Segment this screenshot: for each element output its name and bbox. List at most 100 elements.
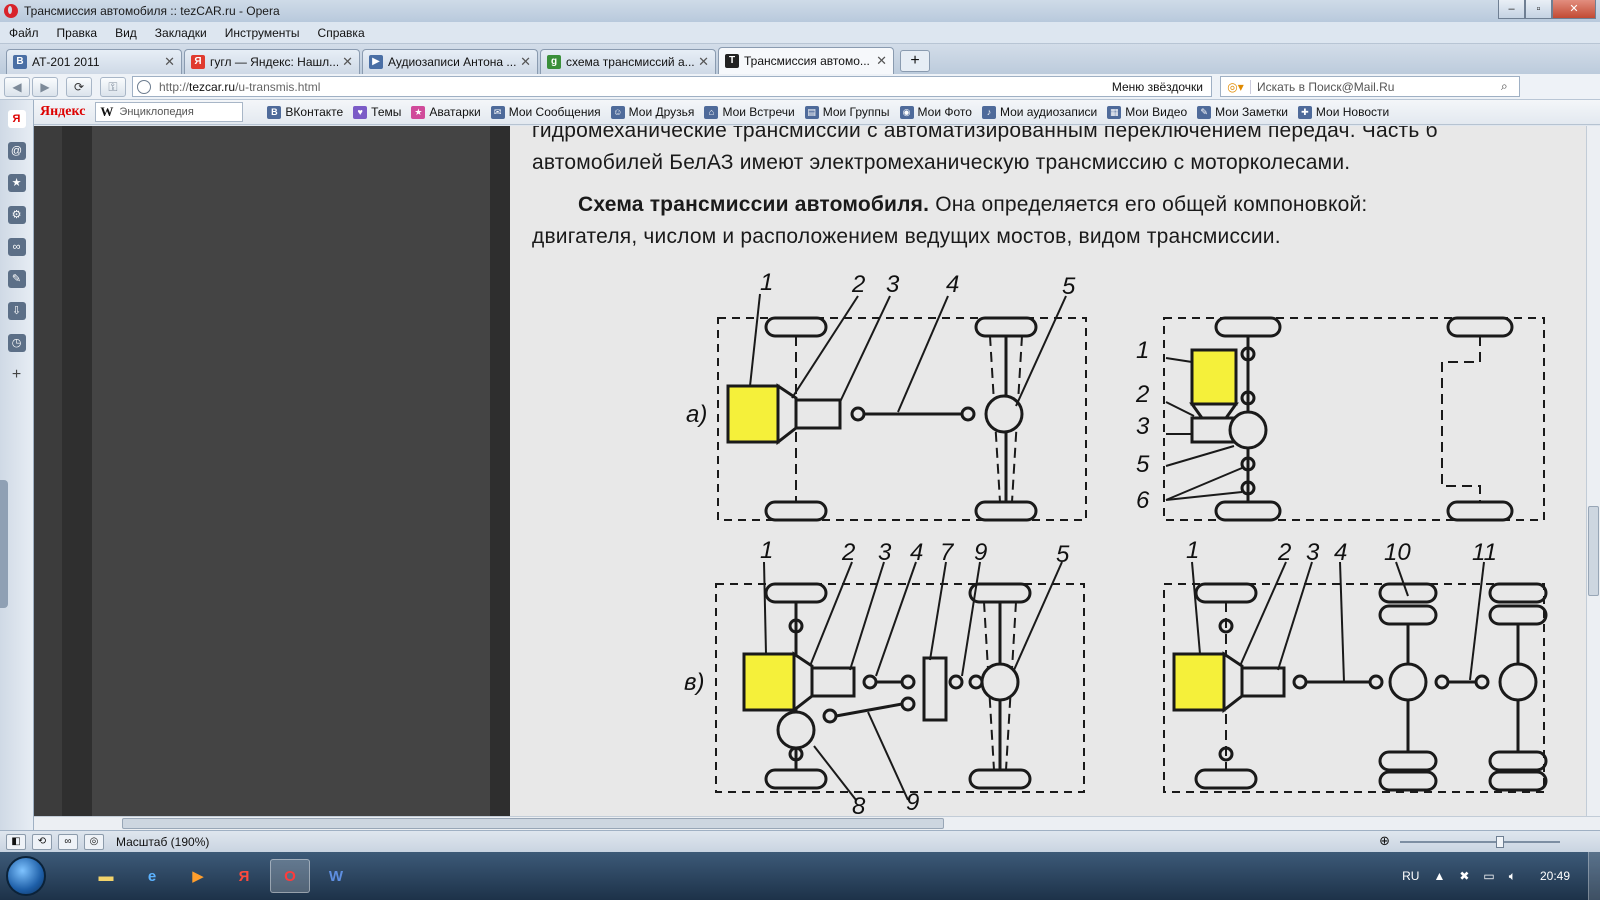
menu-tools[interactable]: Инструменты <box>224 25 300 40</box>
vertical-scroll-thumb[interactable] <box>1588 506 1599 596</box>
clock[interactable]: 20:49 <box>1539 869 1570 883</box>
tab-yandex[interactable]: Я гугл — Яндекс: Нашл... ✕ <box>184 49 360 74</box>
yandex-logo[interactable]: Яндекс <box>40 104 86 119</box>
display-icon[interactable]: ▭ <box>1483 869 1495 883</box>
bookmark-audio[interactable]: ♪Мои аудиозаписи <box>981 105 1097 119</box>
network-icon[interactable]: ✖ <box>1459 869 1470 883</box>
bookmark-video[interactable]: ▦Мои Видео <box>1107 105 1187 119</box>
tab-close-icon[interactable]: ✕ <box>876 53 887 68</box>
svg-text:2: 2 <box>1277 539 1291 566</box>
bookmark-meetings[interactable]: ⌂Мои Встречи <box>704 105 795 119</box>
explorer-icon[interactable]: ▬ <box>98 867 114 885</box>
tab-vk[interactable]: В АТ-201 2011 ✕ <box>6 49 182 74</box>
film-icon: ▦ <box>1107 105 1122 119</box>
tab-audio[interactable]: ▶ Аудиозаписи Антона ... ✕ <box>362 49 538 74</box>
tab-tezcar[interactable]: T Трансмиссия автомо... ✕ <box>718 47 894 74</box>
volume-icon[interactable]: 🔈︎ <box>1508 868 1516 883</box>
opera-logo-icon <box>4 4 18 18</box>
tab-close-icon[interactable]: ✕ <box>520 54 531 69</box>
mail-panel-icon[interactable]: @ <box>7 142 26 160</box>
settings-panel-icon[interactable]: ⚙ <box>7 206 26 224</box>
tab-label: АТ-201 2011 <box>32 55 100 69</box>
svg-text:11: 11 <box>1472 539 1497 566</box>
language-indicator[interactable]: RU <box>1402 869 1420 883</box>
search-engine-icon[interactable]: ◎▾ <box>1221 79 1251 94</box>
bookmark-avatars[interactable]: ★Аватарки <box>411 105 481 119</box>
forward-button[interactable]: ▶ <box>32 76 58 97</box>
article-page: гидромеханические трансмиссии с автомати… <box>510 126 1586 816</box>
zoom-level[interactable]: Масштаб (190%) <box>116 834 210 849</box>
close-window-button[interactable]: ✕ <box>1552 0 1596 19</box>
svg-text:10: 10 <box>1384 539 1411 566</box>
yandex-browser-icon[interactable]: Я <box>238 867 250 885</box>
maximize-button[interactable]: ▫ <box>1525 0 1552 19</box>
url-field[interactable]: http://tezcar.ru/u-transmis.html Меню зв… <box>132 76 1212 97</box>
yandex-panel-icon[interactable]: Я <box>7 110 26 128</box>
menu-file[interactable]: Файл <box>9 25 39 40</box>
unite-icon[interactable]: ∞ <box>58 833 78 850</box>
page-margin <box>62 126 92 816</box>
show-desktop-button[interactable] <box>1588 852 1600 900</box>
title-bar: Трансмиссия автомобиля :: tezCAR.ru - Op… <box>0 0 1600 22</box>
sync-icon[interactable]: ⟲ <box>32 833 52 850</box>
left-column-edge <box>490 126 510 816</box>
media-player-icon[interactable]: ▶ <box>192 868 204 885</box>
tab-close-icon[interactable]: ✕ <box>698 54 709 69</box>
start-button[interactable] <box>6 856 46 896</box>
svg-text:1: 1 <box>760 269 773 296</box>
svg-text:5: 5 <box>1062 273 1076 300</box>
internet-explorer-icon[interactable]: e <box>147 867 157 885</box>
speeddial-menu[interactable]: Меню звёздочки <box>1111 80 1203 94</box>
menu-edit[interactable]: Правка <box>56 25 98 40</box>
article-line-4: двигателя, числом и расположением ведущи… <box>532 225 1281 248</box>
tray-expand-icon[interactable]: ▲ <box>1433 869 1446 883</box>
reload-button[interactable]: ⟳ <box>66 76 92 97</box>
bookmark-groups[interactable]: ▤Мои Группы <box>804 105 890 119</box>
horizontal-scrollbar[interactable] <box>34 816 1600 830</box>
window-title: Трансмиссия автомобиля :: tezCAR.ru - Op… <box>24 4 280 18</box>
bookmarks-panel-icon[interactable]: ★ <box>7 174 26 192</box>
opera-taskbar-icon[interactable]: O <box>270 859 310 893</box>
word-icon[interactable]: W <box>328 867 344 885</box>
audio-icon: ▶ <box>369 55 383 69</box>
tab-close-icon[interactable]: ✕ <box>342 54 353 69</box>
vertical-scrollbar[interactable] <box>1586 126 1600 816</box>
bookmark-notes[interactable]: ✎Мои Заметки <box>1197 105 1288 119</box>
panel-toggle-icon[interactable]: ◧ <box>6 833 26 850</box>
menu-view[interactable]: Вид <box>115 25 137 40</box>
notes-panel-icon[interactable]: ✎ <box>7 270 26 288</box>
zoom-slider[interactable] <box>1400 836 1560 848</box>
downloads-panel-icon[interactable]: ⇩ <box>7 302 26 320</box>
history-panel-icon[interactable]: ◷ <box>7 334 26 352</box>
new-tab-button[interactable]: + <box>900 50 930 72</box>
turbo-icon[interactable]: ◎ <box>84 833 104 850</box>
minimize-button[interactable]: – <box>1498 0 1525 19</box>
wiki-search-input[interactable]: W Энциклопедия <box>95 102 244 122</box>
bookmark-news[interactable]: ✚Мои Новости <box>1297 105 1389 119</box>
zoom-icon[interactable]: ⊕ <box>1379 833 1390 848</box>
url-text: http://tezcar.ru/u-transmis.html <box>159 79 321 94</box>
bookmark-themes[interactable]: ♥Темы <box>353 105 401 119</box>
tab-label: Трансмиссия автомо... <box>744 54 870 68</box>
tab-google[interactable]: g схема трансмиссий а... ✕ <box>540 49 716 74</box>
back-button[interactable]: ◀ <box>4 76 30 97</box>
menu-bookmarks[interactable]: Закладки <box>154 25 207 40</box>
svg-text:2: 2 <box>841 539 855 566</box>
panel-toggle-handle[interactable] <box>0 480 8 608</box>
key-icon[interactable]: ⚿ <box>100 76 126 97</box>
svg-text:1: 1 <box>760 537 773 564</box>
zoom-knob[interactable] <box>1496 836 1504 848</box>
bookmark-messages[interactable]: ✉Мои Сообщения <box>490 105 601 119</box>
svg-text:3: 3 <box>878 539 892 566</box>
bookmark-friends[interactable]: ☺Мои Друзья <box>610 105 694 119</box>
add-panel-icon[interactable]: + <box>11 366 22 383</box>
horizontal-scroll-thumb[interactable] <box>122 818 944 829</box>
search-field[interactable]: ◎▾ Искать в Поиск@Mail.Ru ⌕ <box>1220 76 1520 97</box>
bookmark-photos[interactable]: ◉Мои Фото <box>899 105 972 119</box>
search-icon[interactable]: ⌕ <box>1501 79 1508 93</box>
menu-help[interactable]: Справка <box>317 25 365 40</box>
groups-icon: ▤ <box>804 105 819 119</box>
links-panel-icon[interactable]: ∞ <box>7 238 26 256</box>
tab-close-icon[interactable]: ✕ <box>164 54 175 69</box>
